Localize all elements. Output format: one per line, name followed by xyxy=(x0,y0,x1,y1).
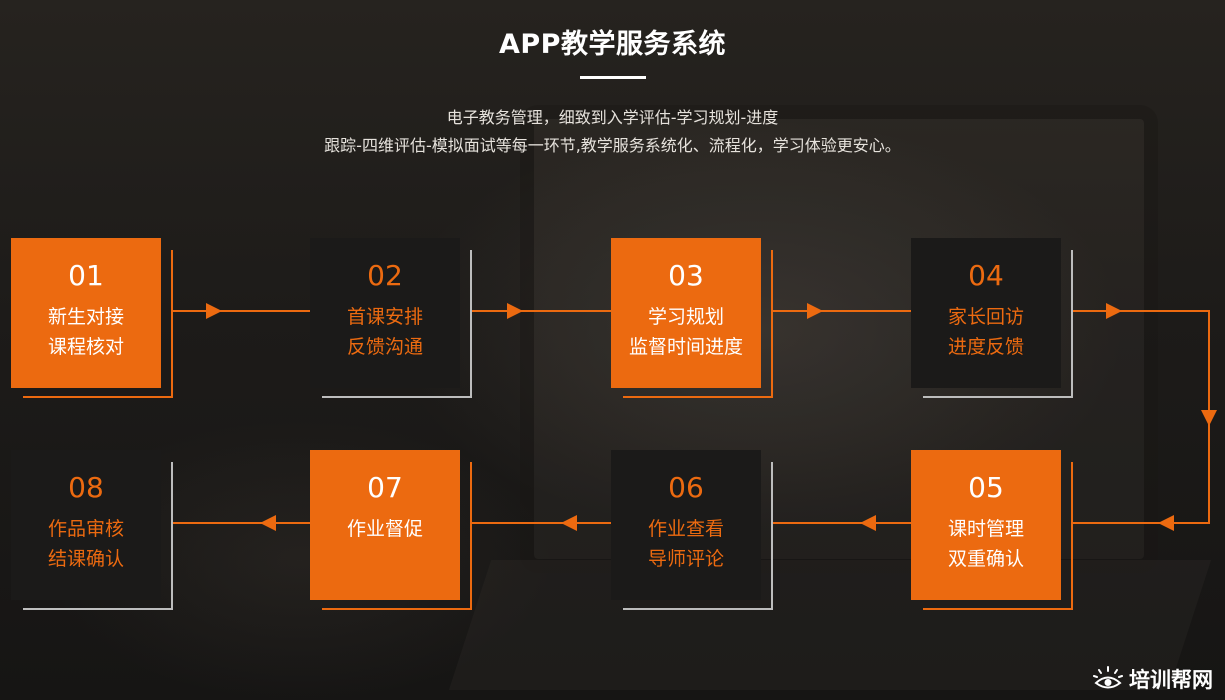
arrow-left-icon xyxy=(860,515,876,531)
step-number: 04 xyxy=(968,259,1004,292)
eye-logo-icon xyxy=(1093,666,1123,689)
step-card-07: 07 作业督促 xyxy=(310,450,472,610)
arrow-right-icon xyxy=(1106,303,1122,319)
step-number: 01 xyxy=(68,259,104,292)
step-card-06: 06 作业查看 导师评论 xyxy=(611,450,773,610)
connector-04-05 xyxy=(1072,310,1210,524)
step-number: 02 xyxy=(367,259,403,292)
step-line-1: 新生对接 xyxy=(47,306,124,328)
card-frame xyxy=(623,462,773,610)
description-line-1: 电子教务管理，细致到入学评估-学习规划-进度 xyxy=(446,108,779,127)
description-line-2: 跟踪-四维评估-模拟面试等每一环节,教学服务系统化、流程化，学习体验更安心。 xyxy=(324,136,901,155)
step-card-01: 01 新生对接 课程核对 xyxy=(11,238,173,398)
step-number: 03 xyxy=(668,259,704,292)
card-face: 05 课时管理 双重确认 xyxy=(911,450,1061,600)
title-underline xyxy=(580,76,646,79)
arrow-left-icon xyxy=(1158,515,1174,531)
page-title: APP教学服务系统 xyxy=(499,29,726,60)
step-line-1: 作品审核 xyxy=(47,518,124,540)
arrow-right-icon xyxy=(807,303,823,319)
arrow-down-icon xyxy=(1201,410,1217,426)
card-frame xyxy=(923,250,1073,398)
card-frame xyxy=(23,250,173,398)
step-line-1: 作业查看 xyxy=(647,518,724,540)
card-frame xyxy=(322,250,472,398)
arrow-right-icon xyxy=(206,303,222,319)
step-line-2: 进度反馈 xyxy=(947,336,1024,358)
step-line-2: 监督时间进度 xyxy=(628,336,743,358)
step-line-2: 结课确认 xyxy=(47,548,124,570)
step-line-2: 课程核对 xyxy=(47,336,124,358)
arrow-left-icon xyxy=(561,515,577,531)
card-face: 06 作业查看 导师评论 xyxy=(611,450,761,600)
arrow-right-icon xyxy=(507,303,523,319)
step-line-1: 学习规划 xyxy=(647,306,724,328)
step-line-2: 双重确认 xyxy=(947,548,1024,570)
card-face: 04 家长回访 进度反馈 xyxy=(911,238,1061,388)
step-card-02: 02 首课安排 反馈沟通 xyxy=(310,238,472,398)
arrow-left-icon xyxy=(260,515,276,531)
card-face: 03 学习规划 监督时间进度 xyxy=(611,238,761,388)
step-line-1: 作业督促 xyxy=(346,518,423,540)
step-number: 06 xyxy=(668,471,704,504)
card-face: 01 新生对接 课程核对 xyxy=(11,238,161,388)
card-frame xyxy=(23,462,173,610)
step-line-1: 家长回访 xyxy=(947,306,1024,328)
step-card-05: 05 课时管理 双重确认 xyxy=(911,450,1073,610)
card-frame xyxy=(623,250,773,398)
step-line-1: 课时管理 xyxy=(947,518,1024,540)
brand-watermark: 培训帮网 xyxy=(1093,664,1213,694)
step-number: 07 xyxy=(367,471,403,504)
card-face: 07 作业督促 xyxy=(310,450,460,600)
step-number: 08 xyxy=(68,471,104,504)
step-card-04: 04 家长回访 进度反馈 xyxy=(911,238,1073,398)
step-line-2: 导师评论 xyxy=(647,548,724,570)
step-line-2: 反馈沟通 xyxy=(346,336,423,358)
card-face: 02 首课安排 反馈沟通 xyxy=(310,238,460,388)
step-line-1: 首课安排 xyxy=(346,306,423,328)
step-card-03: 03 学习规划 监督时间进度 xyxy=(611,238,773,398)
card-frame xyxy=(322,462,472,610)
step-number: 05 xyxy=(968,471,1004,504)
card-face: 08 作品审核 结课确认 xyxy=(11,450,161,600)
card-frame xyxy=(923,462,1073,610)
step-card-08: 08 作品审核 结课确认 xyxy=(11,450,173,610)
brand-name: 培训帮网 xyxy=(1129,668,1213,692)
